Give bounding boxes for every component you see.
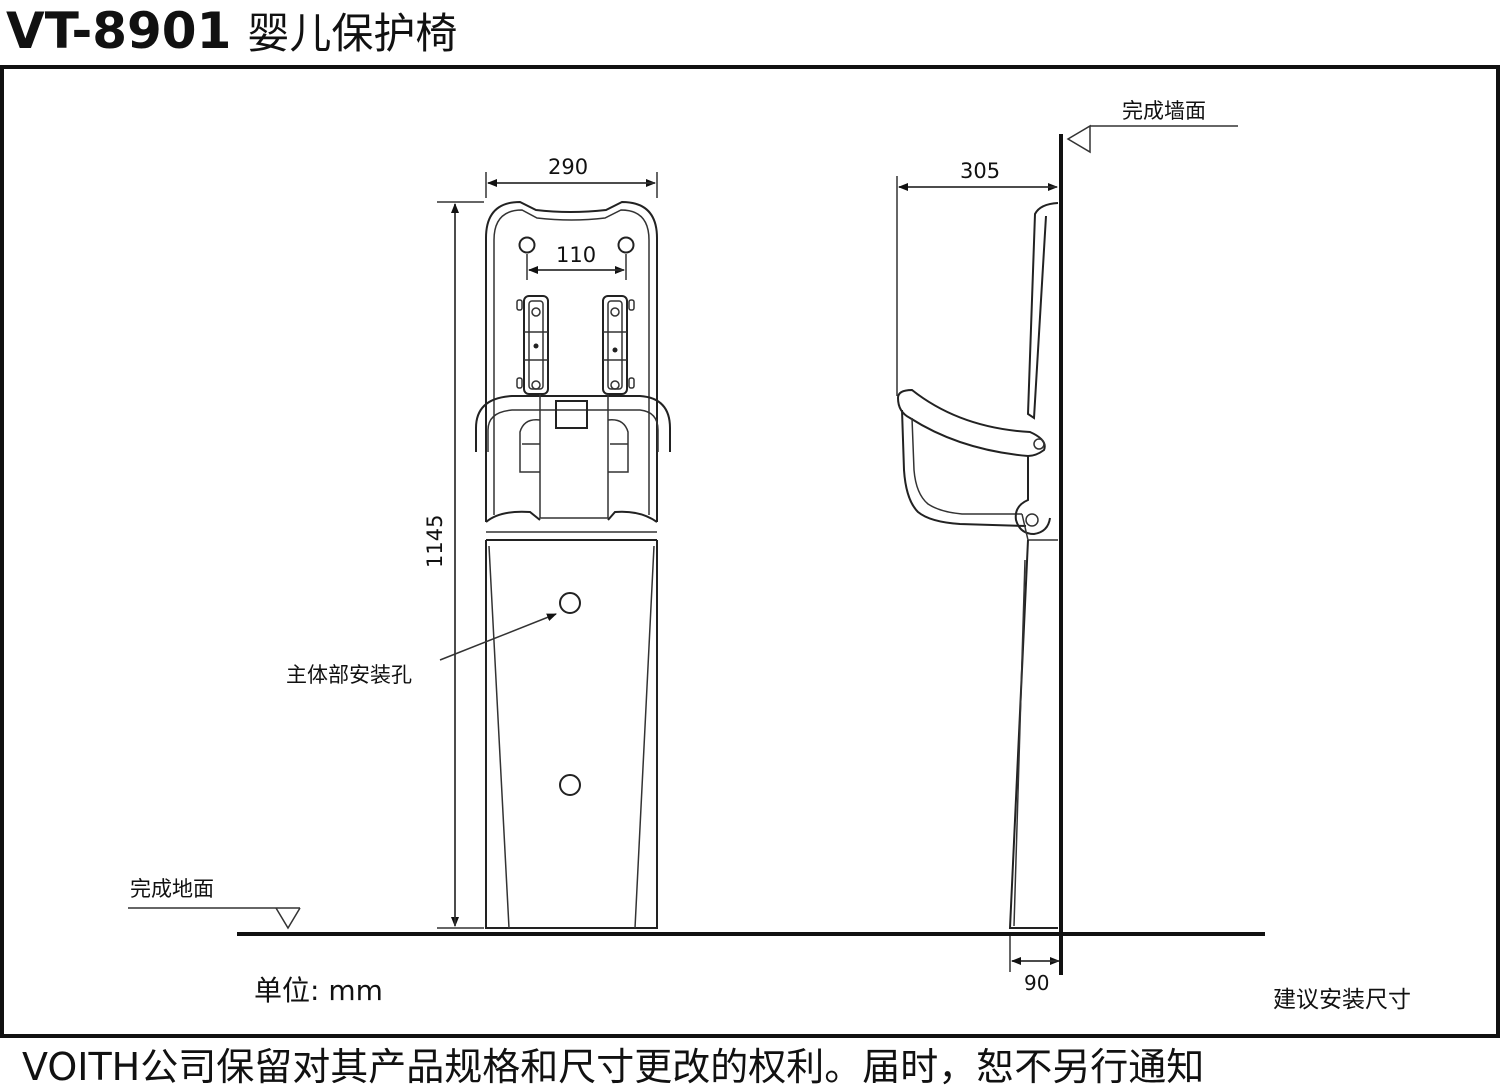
body-mount-hole-upper	[559, 592, 581, 614]
model-number: VT-8901	[6, 2, 232, 60]
dim-depth: 305	[960, 159, 1000, 183]
title-bar: VT-8901 婴儿保护椅	[6, 0, 457, 62]
side-view: 完成墙面 305 90	[896, 99, 1238, 995]
hinge-bracket-left	[516, 295, 549, 395]
wall-marker: 完成墙面	[1066, 99, 1238, 154]
body-mount-hole-lower	[559, 774, 581, 796]
floor-marker: 完成地面	[128, 877, 301, 930]
dim-front-width: 290	[548, 155, 588, 179]
wall-label: 完成墙面	[1122, 99, 1206, 123]
dim-hole-spacing: 110	[556, 243, 596, 267]
floor-label: 完成地面	[130, 877, 214, 901]
disclaimer-text: VOITH公司保留对其产品规格和尺寸更改的权利。届时，恕不另行通知	[22, 1045, 1205, 1089]
units-label: 单位: mm	[254, 974, 383, 1007]
recommended-label: 建议安装尺寸	[1273, 987, 1411, 1013]
front-view: 290 110 1145 主体部安装孔	[286, 155, 671, 929]
top-mount-hole-right	[617, 236, 635, 254]
drawing-frame	[0, 65, 1500, 1038]
mount-holes-label: 主体部安装孔	[286, 663, 412, 687]
top-mount-hole-left	[518, 236, 536, 254]
product-name: 婴儿保护椅	[247, 9, 458, 58]
hinge-bracket-right	[602, 295, 635, 395]
dim-total-height: 1145	[423, 515, 447, 568]
dim-base-offset: 90	[1024, 971, 1049, 995]
